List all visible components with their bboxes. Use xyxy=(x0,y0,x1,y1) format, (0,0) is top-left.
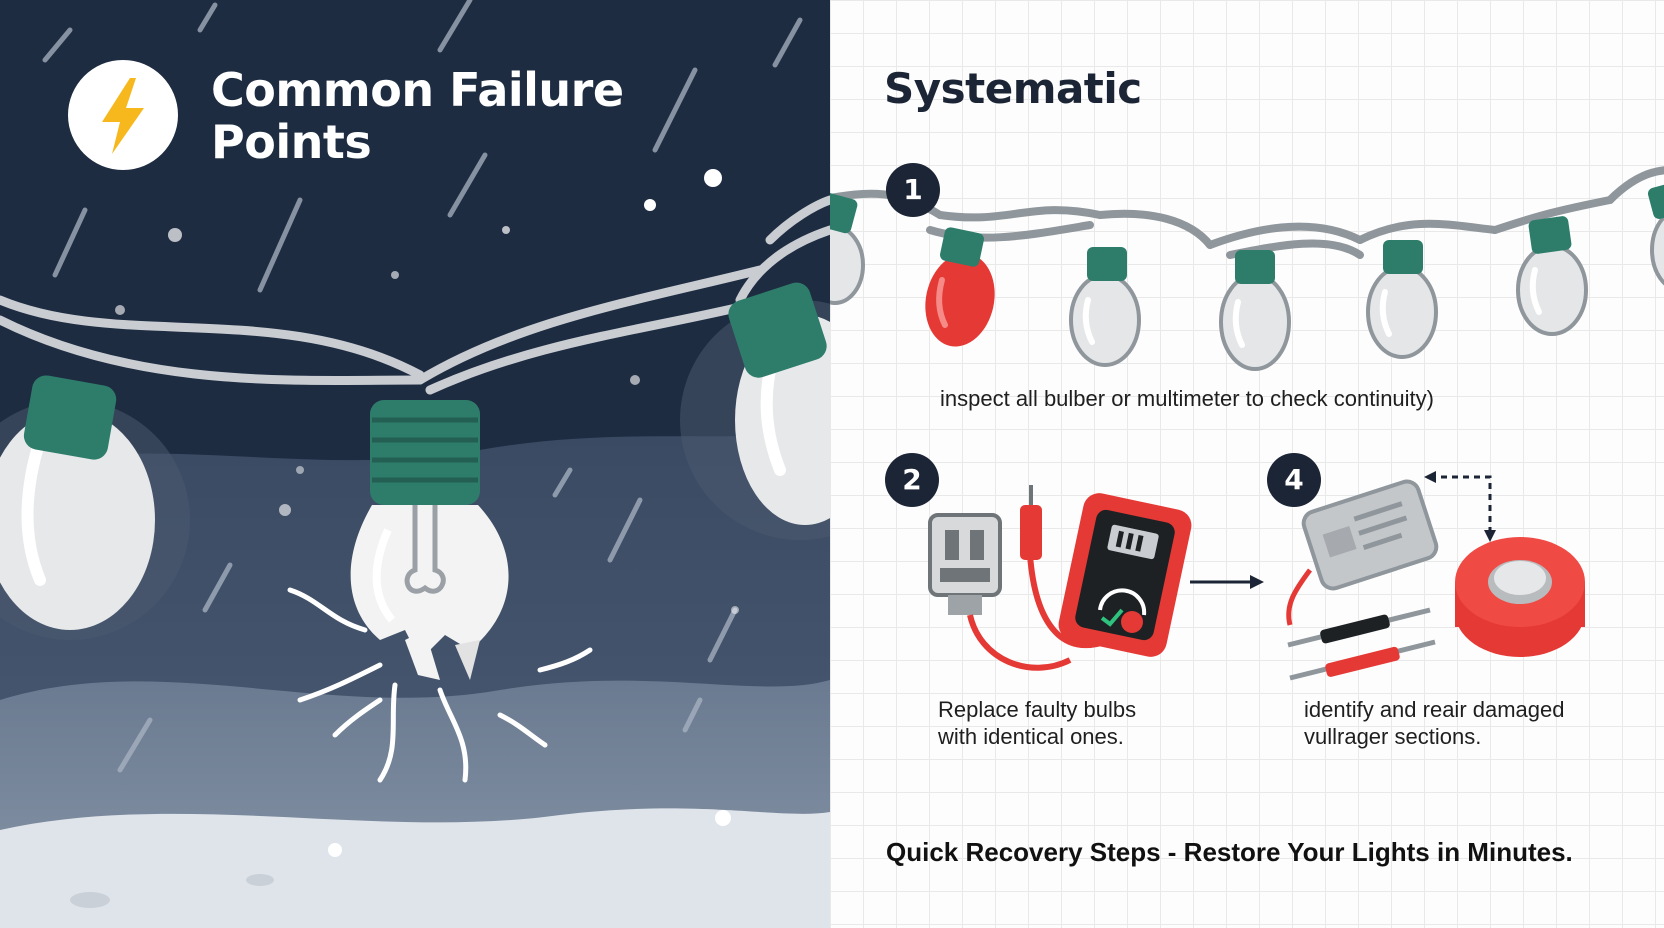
step-4-text-line2: vullrager sections. xyxy=(1304,724,1482,749)
step-4-badge: 4 xyxy=(1267,453,1321,507)
left-title-line2: Points xyxy=(211,115,372,169)
bulb-edge-right-icon xyxy=(1647,182,1664,286)
step-4-text-line1: identify and reair damaged xyxy=(1304,697,1565,722)
right-panel-title: Systematic xyxy=(884,64,1142,113)
device-icon xyxy=(1286,479,1439,626)
broken-bulb-icon xyxy=(287,400,593,783)
right-bulb-icon xyxy=(680,282,830,540)
left-title-line1: Common Failure xyxy=(211,63,624,117)
light-string-wire xyxy=(0,195,830,395)
step-1-text: inspect all bulber or multimeter to chec… xyxy=(940,386,1434,411)
wire-icon xyxy=(1287,607,1436,681)
step-2-text-line1: Replace faulty bulbs xyxy=(938,697,1137,722)
bulb-white-4-icon xyxy=(1516,216,1588,336)
snowflakes xyxy=(56,169,739,857)
faulty-red-bulb-icon xyxy=(925,227,995,347)
lightning-badge xyxy=(68,60,178,170)
snow-ground xyxy=(0,808,830,928)
left-panel-title: Common Failure Points xyxy=(211,64,771,168)
dashed-arrow-icon xyxy=(1424,471,1496,542)
step-4-text: identify and reair damaged vullrager sec… xyxy=(1304,696,1565,750)
plug-icon xyxy=(928,513,1002,615)
footer-caption: Quick Recovery Steps - Restore Your Ligh… xyxy=(886,837,1573,867)
left-bulb-icon xyxy=(0,375,190,640)
step-2-text: Replace faulty bulbs with identical ones… xyxy=(938,696,1136,750)
rain-streaks xyxy=(42,0,803,773)
multimeter-icon xyxy=(1058,493,1192,657)
steps-illustration xyxy=(830,166,1664,681)
step-2-badge: 2 xyxy=(885,453,939,507)
bulb-white-1-icon xyxy=(1069,247,1141,367)
night-scene-illustration xyxy=(0,0,830,928)
bulb-edge-left-icon xyxy=(830,191,865,305)
electrical-tape-icon xyxy=(1455,537,1585,657)
step-2-text-line2: with identical ones. xyxy=(938,724,1124,749)
arrow-right-icon xyxy=(1190,575,1264,589)
lightning-icon xyxy=(102,78,144,154)
failure-points-panel: Common Failure Points xyxy=(0,0,830,928)
bulb-white-2-icon xyxy=(1219,250,1291,371)
step-1-badge: 1 xyxy=(886,163,940,217)
recovery-steps-panel: Systematic 1 inspect all bulber or multi… xyxy=(830,0,1664,928)
bulb-white-3-icon xyxy=(1366,240,1438,359)
